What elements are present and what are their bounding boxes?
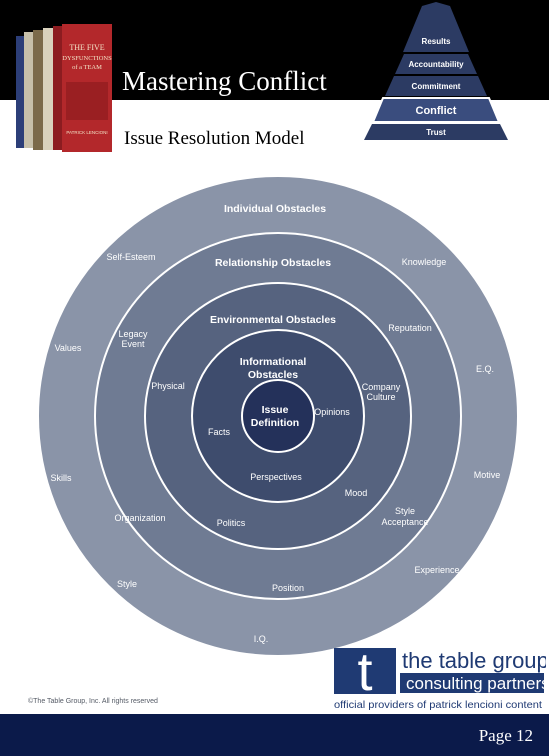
pyramid-level-conflict — [371, 97, 501, 123]
pyramid-level-commitment — [385, 76, 487, 96]
pyramid-level-accountability — [395, 54, 477, 74]
pyramid-level-trust — [364, 124, 508, 140]
label-iq: I.Q. — [254, 634, 269, 644]
label-company-culture-1: Company — [362, 382, 401, 392]
label-organization: Organization — [114, 513, 165, 523]
footer-bar: Page 12 — [0, 714, 549, 756]
book-stack-image: THE FIVE DYSFUNCTIONS of a TEAM PATRICK … — [16, 24, 112, 152]
pyramid-label-accountability: Accountability — [408, 60, 464, 69]
label-physical: Physical — [151, 381, 185, 391]
ring-title-individual: Individual Obstacles — [224, 203, 326, 215]
label-legacy-event-2: Event — [121, 339, 145, 349]
pyramid-label-results: Results — [422, 37, 451, 46]
logo-line-2: consulting partners — [406, 674, 546, 693]
label-style-acceptance-2: Acceptance — [381, 517, 428, 527]
book-spine-3 — [33, 30, 43, 150]
book-spine-4 — [43, 28, 53, 150]
label-mood: Mood — [345, 488, 368, 498]
center-title-2: Definition — [251, 417, 299, 429]
label-politics: Politics — [217, 518, 246, 528]
ring-title-environmental: Environmental Obstacles — [210, 314, 336, 326]
label-position: Position — [272, 583, 304, 593]
label-eq: E.Q. — [476, 364, 494, 374]
label-experience: Experience — [414, 565, 459, 575]
ring-title-informational-2: Obstacles — [248, 369, 298, 381]
issue-resolution-diagram: Individual Obstacles Relationship Obstac… — [37, 175, 519, 657]
page-title: Mastering Conflict — [122, 66, 327, 96]
label-style-acceptance-1: Style — [395, 506, 415, 516]
pyramid-label-trust: Trust — [426, 128, 446, 137]
book-cover-text-1: THE FIVE — [69, 43, 104, 52]
ring-title-informational-1: Informational — [240, 356, 307, 368]
page-number: Page 12 — [478, 726, 533, 745]
book-cover-panel — [66, 82, 108, 120]
label-skills: Skills — [50, 473, 72, 483]
label-self-esteem: Self-Esteem — [106, 252, 155, 262]
logo-line-1: the table group — [402, 648, 546, 673]
label-knowledge: Knowledge — [402, 257, 447, 267]
label-style-outer: Style — [117, 579, 137, 589]
book-cover-text-2: DYSFUNCTIONS — [62, 55, 112, 62]
five-dysfunctions-pyramid: Results Accountability Commitment Confli… — [364, 2, 508, 140]
logo-line-2-bar — [400, 673, 544, 693]
center-issue-definition — [241, 379, 315, 453]
label-company-culture-2: Culture — [366, 392, 395, 402]
label-motive: Motive — [474, 470, 501, 480]
pyramid-level-results — [403, 6, 469, 52]
book-spine-5 — [53, 26, 62, 150]
logo-letter: t — [357, 648, 372, 702]
book-spine-1 — [16, 36, 24, 148]
ring-title-relationship: Relationship Obstacles — [215, 257, 331, 269]
label-values: Values — [55, 343, 82, 353]
center-title-1: Issue — [262, 404, 289, 416]
label-facts: Facts — [208, 427, 231, 437]
copyright-text: ©The Table Group, Inc. All rights reserv… — [28, 698, 158, 705]
label-legacy-event-1: Legacy — [118, 329, 148, 339]
label-opinions: Opinions — [314, 407, 350, 417]
pyramid-label-conflict: Conflict — [416, 105, 457, 117]
logo-tagline: official providers of patrick lencioni c… — [334, 699, 542, 711]
book-cover-author: PATRICK LENCIONI — [66, 130, 107, 135]
label-perspectives: Perspectives — [250, 472, 302, 482]
logo-letter-box — [334, 648, 396, 694]
label-reputation: Reputation — [388, 323, 432, 333]
pyramid-label-commitment: Commitment — [412, 82, 461, 91]
header: THE FIVE DYSFUNCTIONS of a TEAM PATRICK … — [0, 0, 549, 162]
book-cover-text-3: of a TEAM — [72, 64, 102, 71]
page-subtitle: Issue Resolution Model — [124, 128, 305, 149]
table-group-logo: t the table group consulting partners of… — [334, 648, 546, 711]
pyramid-apex — [422, 2, 450, 6]
book-spine-2 — [24, 32, 33, 148]
